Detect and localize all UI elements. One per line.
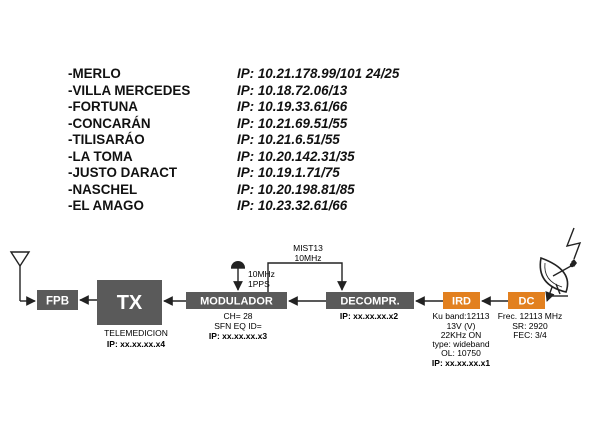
tx-label: TX: [117, 292, 143, 314]
fpb-label: FPB: [46, 296, 69, 308]
ird-type: type: wideband: [432, 339, 489, 349]
mist-loop-line: [267, 262, 347, 292]
ird-voltage: 13V (V): [447, 321, 476, 331]
site-ip: IP: 10.20.198.81/85: [237, 181, 355, 197]
ird-ip: IP: xx.xx.xx.x1: [432, 358, 490, 368]
dc-fec: FEC: 3/4: [513, 330, 547, 340]
ird-label: IRD: [452, 296, 471, 308]
tx-telemedicion: TELEMEDICION: [104, 328, 168, 338]
decompr-ip: IP: xx.xx.xx.x2: [340, 311, 398, 321]
site-name: -FORTUNA: [68, 99, 138, 114]
transmit-antenna-icon: [9, 251, 36, 306]
site-name: -JUSTO DARACT: [68, 165, 178, 180]
decompr-block: DECOMPR.: [326, 292, 414, 309]
site-name: -VILLA MERCEDES: [68, 82, 191, 98]
decompr-label: DECOMPR.: [340, 296, 399, 308]
ird-block: IRD: [443, 292, 480, 309]
gps-antenna-icon: [231, 261, 245, 291]
modulador-ch: CH= 28: [223, 311, 252, 321]
site-name: -TILISARÁO: [68, 132, 145, 147]
satellite-dish-icon: [539, 256, 575, 302]
modulador-block: MODULADOR: [186, 292, 287, 309]
site-name: -NASCHEL: [68, 181, 138, 197]
modulador-ip: IP: xx.xx.xx.x3: [209, 331, 267, 341]
modulador-label: MODULADOR: [200, 296, 273, 308]
loop-mist: MIST13: [293, 243, 323, 253]
site-ip: IP: 10.21.69.51/55: [237, 115, 348, 131]
ird-band: Ku band:12113: [432, 311, 489, 321]
site-ip: IP: 10.19.1.71/75: [237, 165, 340, 180]
site-ip: IP: 10.23.32.61/66: [237, 198, 348, 213]
site-name: -CONCARÁN: [68, 115, 151, 131]
site-name: -MERLO: [68, 66, 121, 81]
site-ip: IP: 10.19.33.61/66: [237, 99, 348, 114]
site-ip: IP: 10.21.6.51/55: [237, 132, 340, 147]
site-name: -LA TOMA: [68, 148, 133, 164]
gps-ref-10mhz: 10MHz: [248, 269, 275, 279]
site-ip: IP: 10.20.142.31/35: [237, 148, 355, 164]
dc-sr: SR: 2920: [512, 321, 548, 331]
site-name: -EL AMAGO: [68, 198, 144, 213]
fpb-block: FPB: [37, 290, 78, 310]
site-ip: IP: 10.21.178.99/101 24/25: [237, 66, 400, 81]
tx-block: TX: [97, 280, 162, 325]
modulador-sfn: SFN EQ ID=: [214, 321, 262, 331]
dc-frec: Frec. 12113 MHz: [498, 311, 563, 321]
tx-ip: IP: xx.xx.xx.x4: [107, 339, 165, 349]
dc-block: DC: [508, 292, 545, 309]
dc-label: DC: [519, 296, 535, 308]
site-ip: IP: 10.18.72.06/13: [237, 82, 348, 98]
ird-ol: OL: 10750: [441, 348, 481, 358]
signal-bolt-icon: [565, 227, 582, 267]
loop-ref: 10MHz: [295, 253, 322, 263]
ird-tone: 22KHz ON: [441, 330, 482, 340]
gps-ref-1pps: 1PPS: [248, 279, 270, 289]
